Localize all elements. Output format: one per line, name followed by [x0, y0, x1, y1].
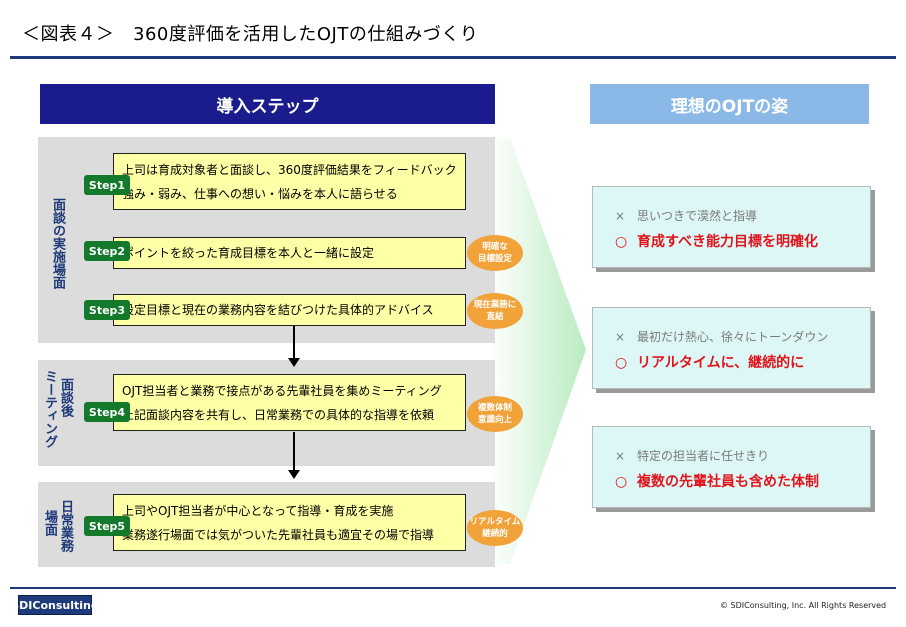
cross-mark-icon: ×	[615, 209, 626, 223]
step-text-line: 強み・弱み、仕事への想い・悩みを本人に語らせる	[122, 187, 398, 201]
step-box: ポイントを絞った育成目標を本人と一緒に設定	[113, 237, 466, 269]
tag-bubble: リアルタイム 継続的	[467, 510, 523, 546]
cross-mark-icon: ×	[615, 449, 626, 463]
step-text-line: 業務遂行場面では気がついた先輩社員も適宜その場で指導	[122, 528, 435, 542]
step-badge: Step2	[84, 241, 130, 261]
section-label-daily-a: 日常業務	[58, 500, 73, 552]
page-title: ＜図表４＞ 360度評価を活用したOJTの仕組みづくり	[22, 24, 479, 45]
cross-mark-icon: ×	[615, 330, 626, 344]
ideal-before-text: ×思いつきで漠然と指導	[615, 209, 758, 223]
step-box: 設定目標と現在の業務内容を結びつけた具体的アドバイス	[113, 294, 466, 326]
tag-bubble: 明確な 目標設定	[467, 235, 523, 271]
step-text-line: 上記面談内容を共有し、日常業務での具体的な指導を依頼	[122, 408, 435, 422]
ideal-box: ×思いつきで漠然と指導 ○育成すべき能力目標を明確化	[592, 186, 871, 268]
section-label-meeting-a: 面談後	[58, 378, 73, 417]
step-badge: Step4	[84, 402, 130, 422]
ideal-after-text: ○育成すべき能力目標を明確化	[615, 234, 819, 250]
step-text-line: OJT担当者と業務で接点がある先輩社員を集めミーティング	[122, 384, 442, 398]
step-text-line: 上司は育成対象者と面談し、360度評価結果をフィードバック	[122, 163, 457, 177]
ideal-before-text: ×特定の担当者に任せきり	[615, 449, 770, 463]
step-text-line: 設定目標と現在の業務内容を結びつけた具体的アドバイス	[122, 303, 434, 317]
step-text-line: 上司やOJT担当者が中心となって指導・育成を実施	[122, 504, 394, 518]
step-box: 上司は育成対象者と面談し、360度評価結果をフィードバック 強み・弱み、仕事への…	[113, 153, 466, 210]
company-logo: SDIConsulting	[11, 595, 99, 615]
connector-arrowhead	[288, 358, 300, 367]
circle-mark-icon: ○	[615, 355, 628, 371]
title-divider	[10, 56, 896, 59]
step-text-line: ポイントを絞った育成目標を本人と一緒に設定	[122, 246, 375, 260]
tag-bubble: 現在業務に 直結	[467, 293, 523, 329]
section-label-interview: 面談の実施場面	[50, 198, 65, 289]
section-label-daily-b: 場面	[42, 510, 57, 536]
footer-divider	[10, 587, 896, 589]
ideal-after-text: ○複数の先輩社員も含めた体制	[615, 474, 819, 490]
step-box: 上司やOJT担当者が中心となって指導・育成を実施 業務遂行場面では気がついた先輩…	[113, 494, 466, 551]
ideal-after-text: ○リアルタイムに、継続的に	[615, 355, 805, 371]
ideal-box: ×最初だけ熱心、徐々にトーンダウン ○リアルタイムに、継続的に	[592, 307, 871, 389]
step-box: OJT担当者と業務で接点がある先輩社員を集めミーティング 上記面談内容を共有し、…	[113, 374, 466, 431]
circle-mark-icon: ○	[615, 474, 628, 490]
step-badge: Step1	[84, 175, 130, 195]
ideal-box: ×特定の担当者に任せきり ○複数の先輩社員も含めた体制	[592, 426, 871, 508]
connector-line	[293, 320, 295, 362]
connector-arrowhead	[288, 470, 300, 479]
copyright-text: © SDIConsulting, Inc. All Rights Reserve…	[720, 601, 887, 610]
section-label-meeting-b: ミーティング	[42, 370, 57, 448]
connector-line	[293, 432, 295, 474]
ideal-ojt-header: 理想のOJTの姿	[590, 84, 869, 124]
ideal-before-text: ×最初だけ熱心、徐々にトーンダウン	[615, 330, 829, 344]
circle-mark-icon: ○	[615, 234, 628, 250]
intro-steps-header: 導入ステップ	[40, 84, 495, 124]
tag-bubble: 複数体制 意識向上	[467, 396, 523, 432]
step-badge: Step5	[84, 516, 130, 536]
step-badge: Step3	[84, 300, 130, 320]
